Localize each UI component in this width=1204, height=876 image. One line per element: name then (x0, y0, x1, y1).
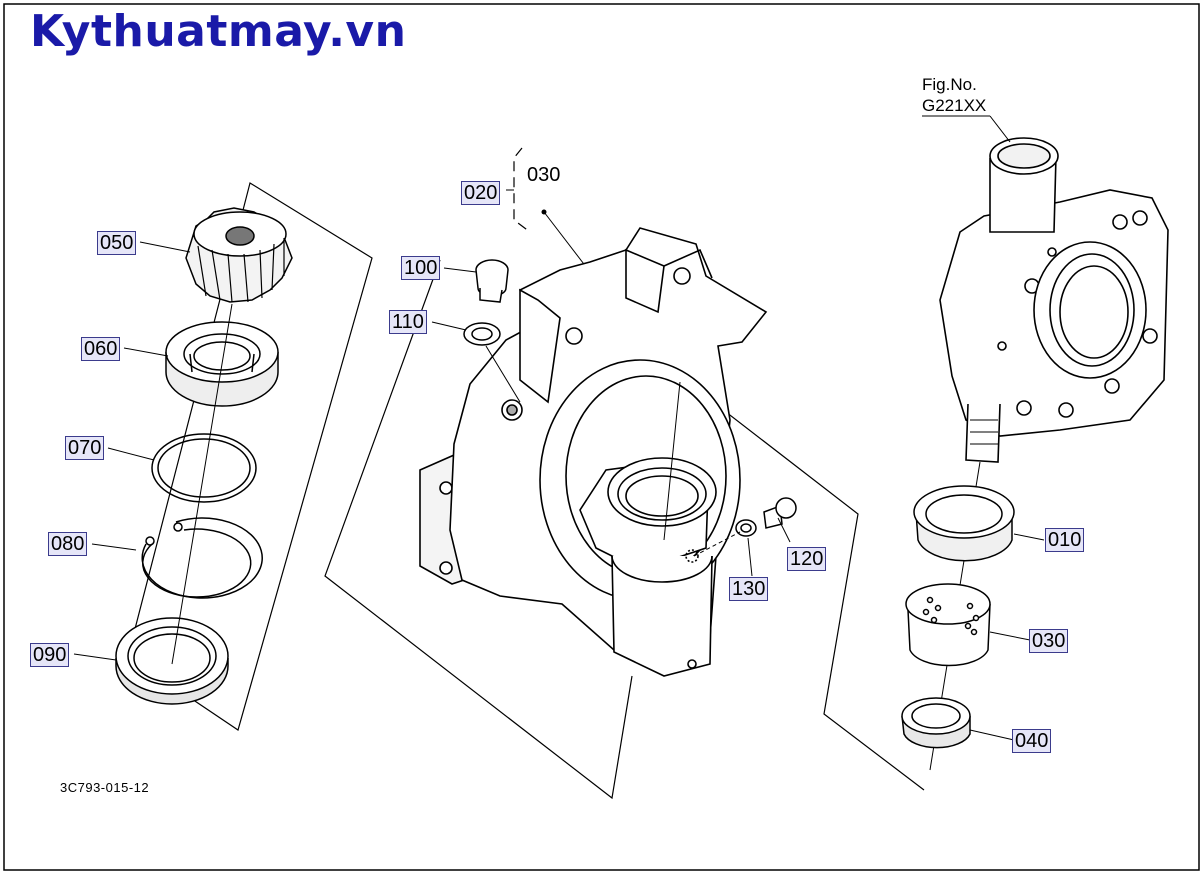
part-050-bevel-gear (185, 207, 293, 303)
document-id: 3C793-015-12 (60, 780, 150, 795)
left-group-outline (127, 182, 373, 731)
bracket-020-030 (513, 147, 531, 233)
part-020-gear-case (419, 227, 768, 677)
callout-030[interactable]: 030 (1029, 629, 1069, 653)
callout-120[interactable]: 120 (787, 547, 827, 571)
callout-110[interactable]: 110 (389, 310, 427, 334)
callout-090[interactable]: 090 (30, 643, 70, 667)
figure-number: Fig.No. G221XX (922, 74, 986, 116)
center-group-outline-right (681, 377, 925, 791)
callout-070[interactable]: 070 (65, 436, 105, 460)
part-060-ball-bearing (165, 321, 279, 407)
part-120-bolt (763, 497, 797, 529)
callout-020[interactable]: 020 (461, 181, 501, 205)
fig-label: Fig.No. (922, 75, 977, 94)
part-040-thrust-bearing (901, 697, 971, 749)
diagram-border (3, 3, 1200, 871)
callout-080[interactable]: 080 (48, 532, 88, 556)
part-080-snap-ring (141, 517, 263, 599)
watermark-text: Kythuatmay.vn (30, 6, 407, 57)
callout-050[interactable]: 050 (97, 231, 137, 255)
part-070-ring (151, 433, 257, 503)
part-100-plug (475, 259, 509, 303)
callout-leaders (73, 189, 1045, 741)
callout-130[interactable]: 130 (729, 577, 769, 601)
part-130-washer (735, 519, 757, 537)
callout-030-bracket: 030 (527, 164, 561, 186)
part-fig-housing (939, 137, 1169, 463)
callout-040[interactable]: 040 (1012, 729, 1052, 753)
part-110-washer (463, 322, 501, 346)
leader-130-dash (693, 531, 741, 557)
leader-110-hole (485, 345, 521, 403)
left-axis (171, 303, 233, 665)
callout-100[interactable]: 100 (401, 256, 441, 280)
fig-leader (989, 115, 1011, 143)
part-090-oil-seal (115, 617, 229, 705)
leader-020-housing (543, 211, 591, 273)
center-group-outline (324, 259, 633, 800)
center-axis (663, 381, 681, 541)
part-010-bearing (913, 485, 1015, 562)
fig-number-value: G221XX (922, 96, 987, 115)
callout-010[interactable]: 010 (1045, 528, 1085, 552)
callout-060[interactable]: 060 (81, 337, 121, 361)
part-030-needle-bearing (905, 583, 991, 667)
